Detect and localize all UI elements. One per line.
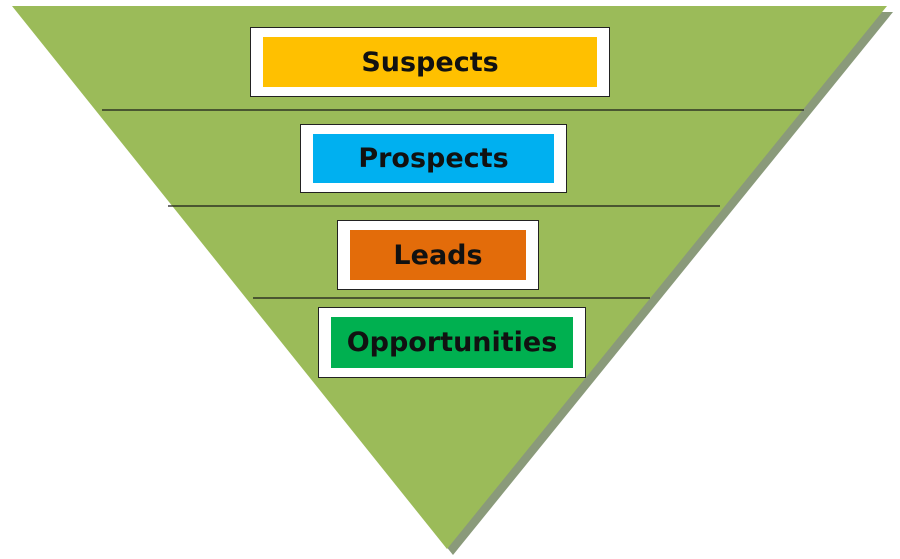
- stage-prospects-label: Prospects: [313, 134, 554, 183]
- stage-opportunities: Opportunities: [318, 307, 586, 378]
- stage-suspects-label: Suspects: [263, 37, 597, 87]
- stage-leads: Leads: [337, 220, 539, 290]
- stage-leads-label: Leads: [350, 230, 526, 280]
- stage-suspects: Suspects: [250, 27, 610, 97]
- stage-opportunities-label: Opportunities: [331, 317, 573, 368]
- stage-prospects: Prospects: [300, 124, 567, 193]
